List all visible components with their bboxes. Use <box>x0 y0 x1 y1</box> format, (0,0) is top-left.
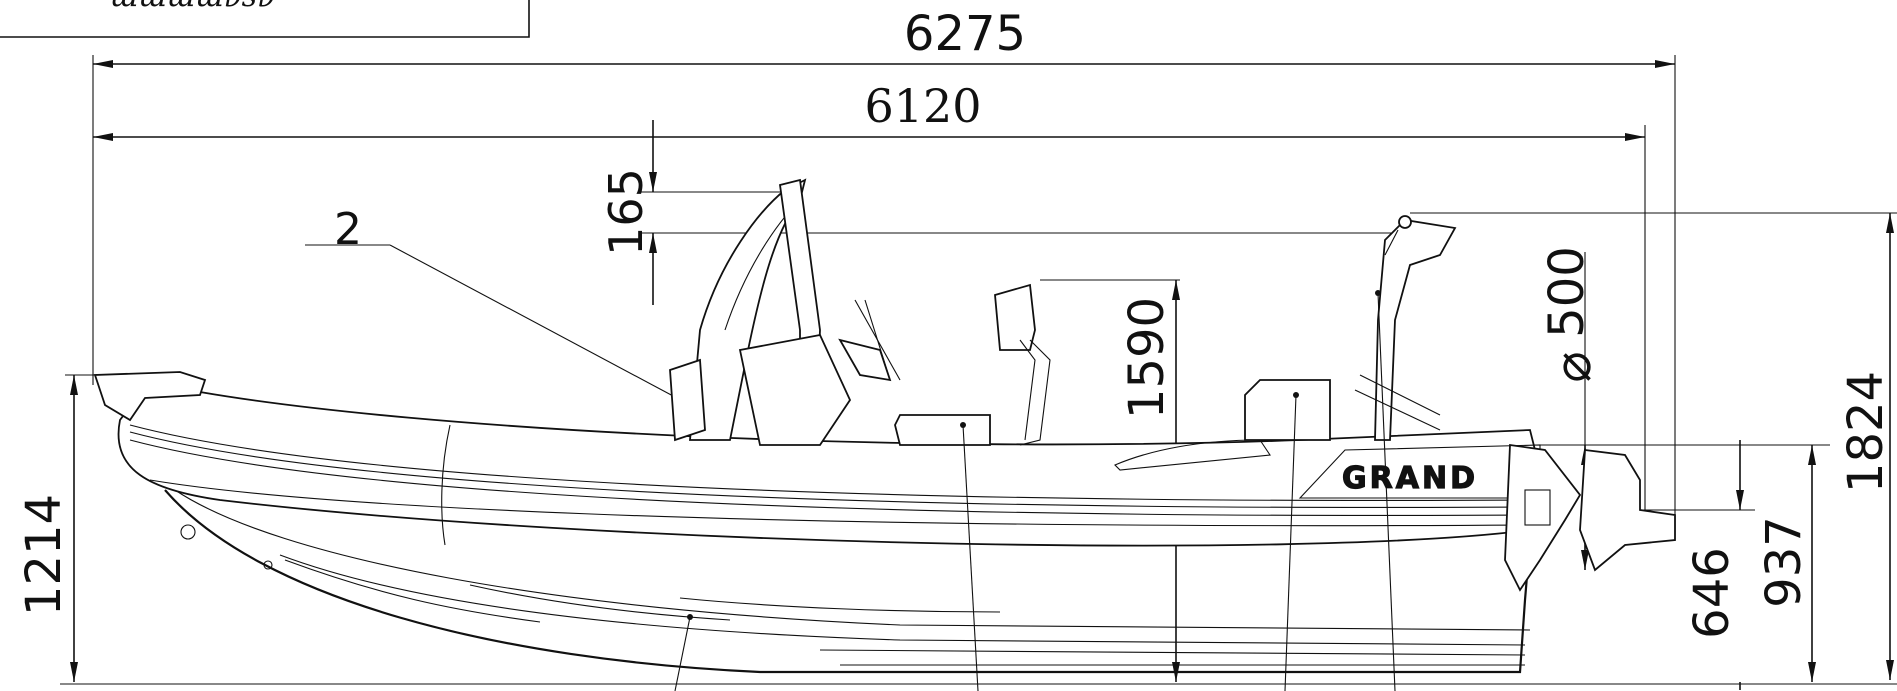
overall-length-label: 6275 <box>904 6 1026 62</box>
dimension-engine-height: 646 <box>1581 440 1755 690</box>
title-block: ɯɯɯɯɐsɐ <box>0 0 530 38</box>
dimension-overall-height: 1824 <box>1410 212 1897 680</box>
dimension-transom-height: 937 <box>1525 444 1830 682</box>
dimension-windscreen-offset: 165 <box>599 120 1400 305</box>
dimension-hull-length: 6120 <box>93 79 1646 510</box>
boat-outline: GRAND <box>93 178 1676 691</box>
light-diameter-label: 500 <box>1539 246 1595 338</box>
console-height-label: 1590 <box>1119 297 1175 419</box>
overall-height-label: 1824 <box>1838 371 1894 493</box>
dimension-bow-height: 1214 <box>16 374 130 682</box>
brand-logo: GRAND <box>1342 461 1478 496</box>
diameter-symbol: ⌀ <box>1543 351 1603 382</box>
dimension-light-diameter: ⌀ 500 <box>1539 246 1603 565</box>
item-label-2: 2 <box>334 204 362 255</box>
dimension-overall-length: 6275 <box>92 6 1676 535</box>
hull-length-label: 6120 <box>864 79 981 133</box>
transom-height-label: 937 <box>1756 516 1812 608</box>
engine-height-label: 646 <box>1684 547 1740 639</box>
title-block-text: ɯɯɯɯɐsɐ <box>110 0 275 14</box>
bow-height-label: 1214 <box>16 494 72 616</box>
windscreen-offset-label: 165 <box>599 168 653 256</box>
